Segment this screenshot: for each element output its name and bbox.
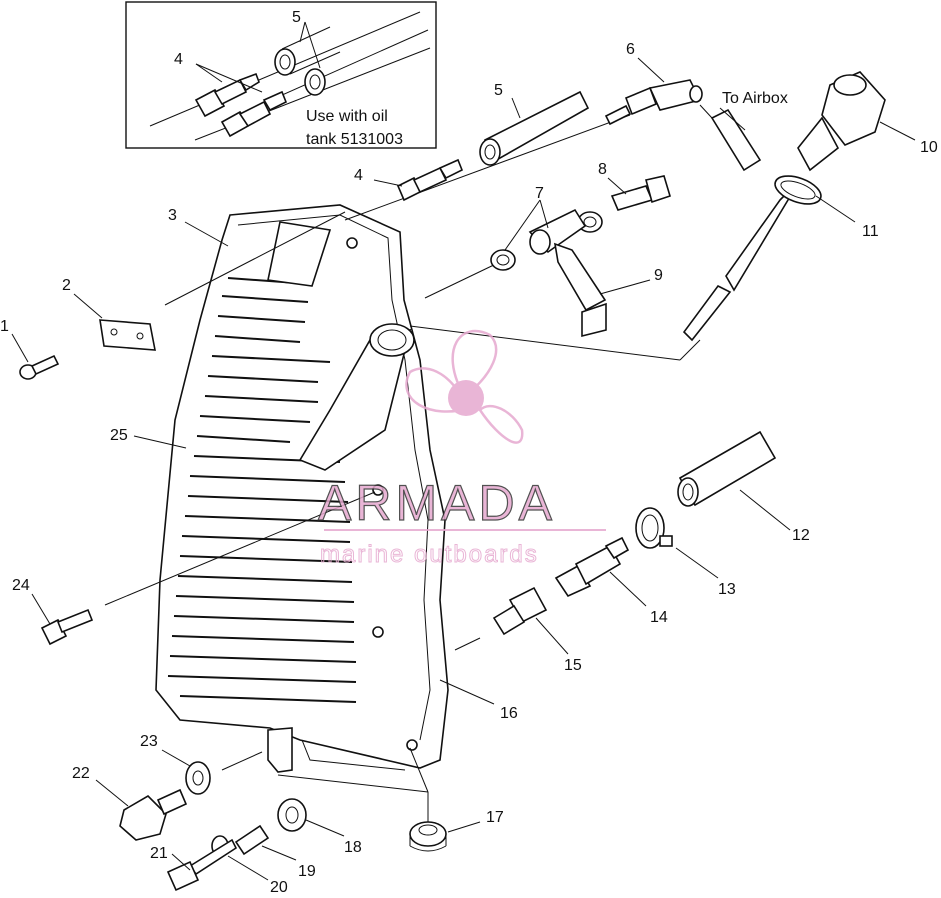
callout-4-inset: 4 — [174, 51, 183, 68]
callout-7: 7 — [535, 185, 544, 202]
bolt-8 — [610, 175, 671, 211]
callout-5-inset: 5 — [292, 9, 301, 26]
inset-hose-upper — [274, 26, 341, 76]
callout-20: 20 — [270, 879, 288, 893]
callout-15: 15 — [564, 657, 582, 674]
oil-tank — [155, 204, 449, 773]
callout-14: 14 — [650, 609, 668, 626]
callout-pointers — [11, 57, 916, 881]
sleeve-19 — [234, 824, 270, 856]
callout-11: 11 — [862, 223, 879, 240]
filler-neck — [298, 323, 415, 471]
callout-24: 24 — [12, 577, 30, 594]
inset-note-line1: Use with oil — [306, 108, 388, 125]
callout-3: 3 — [168, 207, 177, 224]
hose-12 — [677, 430, 777, 507]
hose-5 — [479, 90, 590, 166]
dipstick-rod — [682, 179, 801, 342]
watermark-tagline: marine outboards — [320, 541, 539, 568]
callout-18: 18 — [344, 839, 362, 856]
callout-23: 23 — [140, 733, 158, 750]
inset-fitting-upper — [194, 72, 260, 118]
bolt-22 — [119, 788, 188, 841]
callout-19: 19 — [298, 863, 316, 880]
callout-12: 12 — [792, 527, 810, 544]
dipstick-cap-10 — [797, 71, 886, 172]
inset-box — [125, 1, 437, 149]
clamp-13 — [635, 507, 673, 549]
callout-8: 8 — [598, 161, 607, 178]
callout-2: 2 — [62, 277, 71, 294]
spacer-18 — [277, 798, 307, 832]
plate-2 — [99, 319, 156, 351]
watermark-brand: ARMADA — [318, 475, 556, 531]
callout-21: 21 — [150, 845, 168, 862]
callout-4: 4 — [354, 167, 363, 184]
callout-17: 17 — [486, 809, 504, 826]
inset-fitting-lower — [220, 90, 288, 138]
inset-note-line2: tank 5131003 — [306, 131, 403, 148]
fitting-14 — [554, 536, 630, 598]
watermark-logo: ARMADA marine outboards — [317, 329, 606, 569]
callout-10: 10 — [920, 139, 938, 156]
bolt-21 — [166, 835, 238, 892]
callout-labels: 1 2 3 4 4 5 5 6 7 8 9 10 11 12 13 14 15 … — [0, 9, 938, 896]
airbox-note: To Airbox — [722, 90, 788, 107]
callout-16: 16 — [500, 705, 518, 722]
inset-hose-lower — [304, 68, 326, 96]
fitting-4 — [396, 158, 464, 202]
leader-lines — [104, 114, 701, 822]
fitting-7-9 — [490, 208, 607, 338]
callout-13: 13 — [718, 581, 736, 598]
washer-23 — [185, 761, 211, 795]
switch-15 — [492, 586, 548, 636]
callout-9: 9 — [654, 267, 663, 284]
tank-ribs — [167, 277, 357, 703]
callout-1: 1 — [0, 318, 9, 335]
callout-5: 5 — [494, 82, 503, 99]
airbox-hose — [699, 104, 762, 172]
callout-6: 6 — [626, 41, 635, 58]
grommet-17 — [409, 821, 447, 852]
callout-25: 25 — [110, 427, 128, 444]
propeller-icon — [405, 329, 524, 444]
bolt-24 — [40, 608, 94, 646]
screw-1 — [19, 354, 60, 380]
o-ring-11 — [774, 175, 822, 205]
callout-22: 22 — [72, 765, 90, 782]
elbow-6 — [604, 79, 703, 126]
